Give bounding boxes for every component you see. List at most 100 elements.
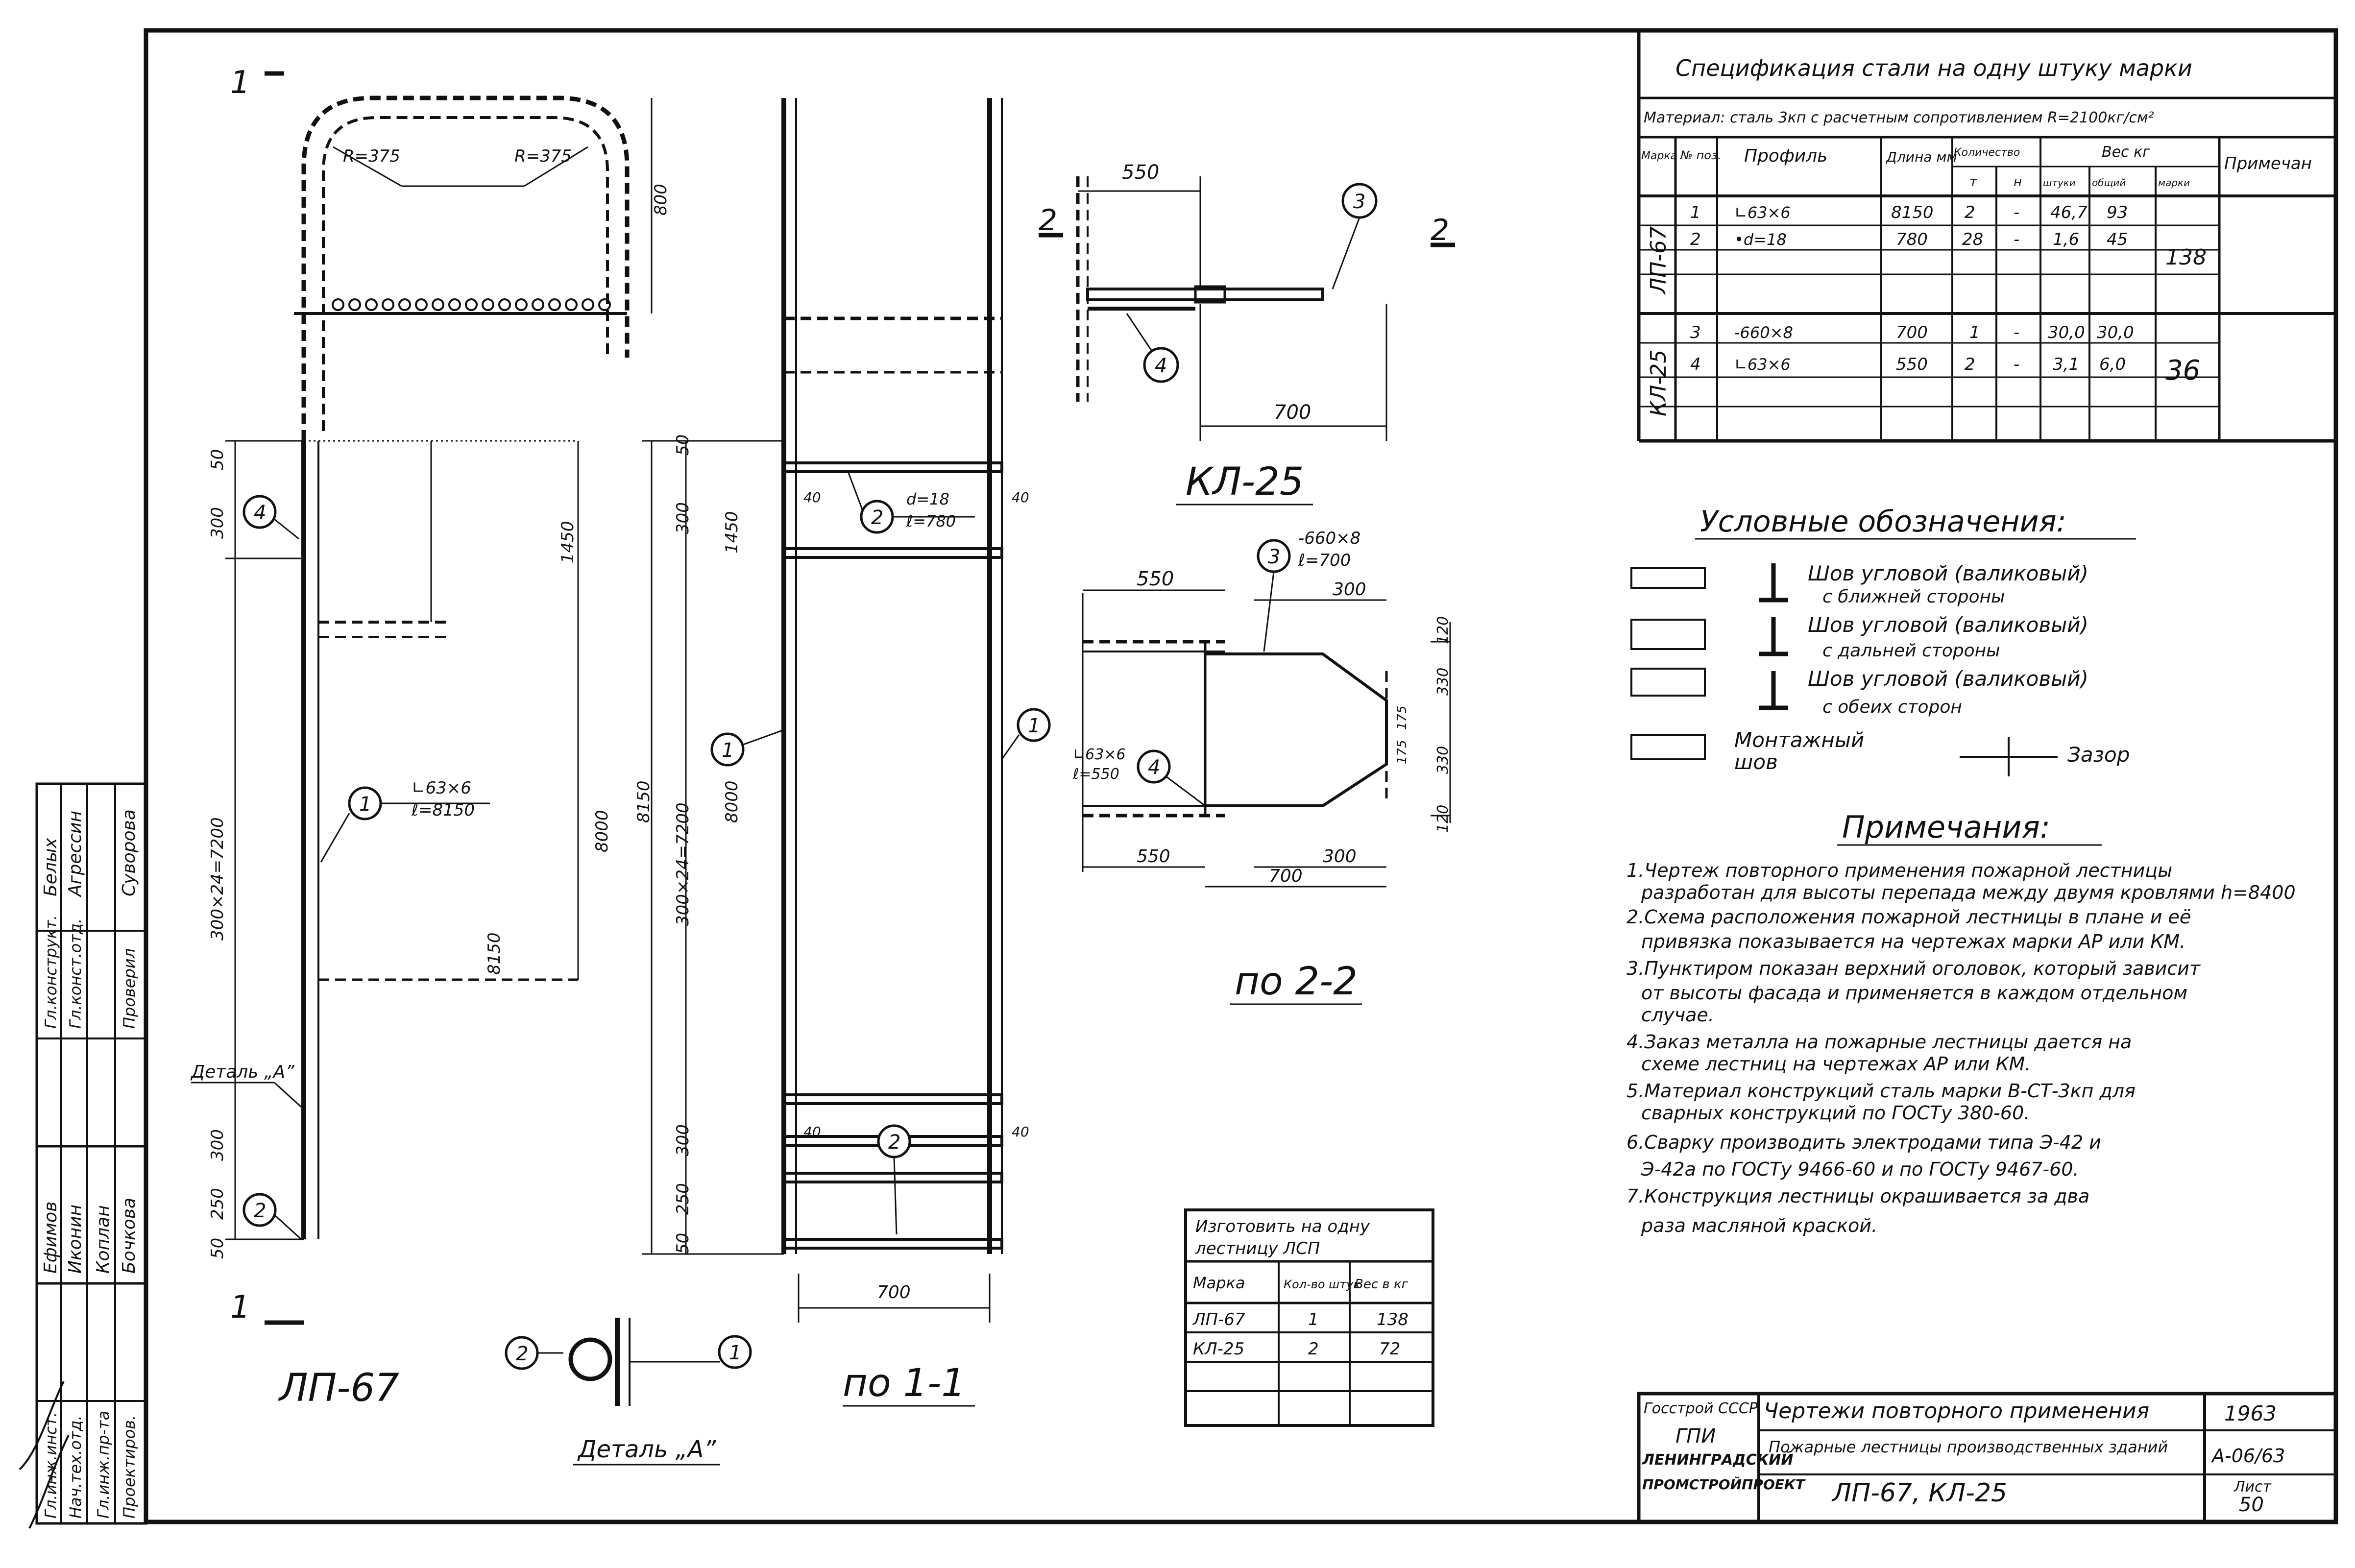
spec-g2-r1-wpiece: 30,0 <box>2048 323 2085 342</box>
tb-org-4: ПРОМСТРОЙПРОЕКТ <box>1642 1476 1806 1493</box>
spec-h-pos: № поз. <box>1679 148 1721 162</box>
dim-s11-700: 700 <box>877 1282 911 1303</box>
bubble-s11-2b: 2 <box>888 1131 900 1154</box>
dim-lp-r1: R=375 <box>343 146 400 166</box>
spec-g2-mark: КЛ-25 <box>1646 350 1671 416</box>
spec-g2-r1-wtotal: 30,0 <box>2097 323 2134 342</box>
rung-bar <box>782 1238 1003 1250</box>
stamp-role-2: Нач.тех.отд. <box>66 1415 85 1519</box>
make-title-2: лестницу ЛСП <box>1195 1239 1320 1258</box>
detail-ref-label: Деталь „А” <box>190 1062 294 1082</box>
spec-g1-r2-t: 28 <box>1962 230 1983 249</box>
bubble-lp-1: 1 <box>359 793 371 816</box>
spec-g2-r1-n: - <box>2014 323 2019 342</box>
dim-lp-300: 300 <box>208 507 227 539</box>
kl-section-2a: 2 <box>1039 203 1057 238</box>
notes-line: 1.Чертеж повторного применения пожарной … <box>1627 860 2172 881</box>
dim-p22-550b: 550 <box>1137 846 1170 867</box>
dim-lp-8150: 8150 <box>485 932 504 975</box>
view-kl25: 550 700 3 4 2 2 КЛ-25 <box>1039 161 1455 506</box>
notes-line: 3.Пунктиром показан верхний оголовок, ко… <box>1627 958 2201 979</box>
spec-g2-r2-length: 550 <box>1896 355 1928 374</box>
rung-bar <box>782 1093 1003 1105</box>
legend-title: Условные обозначения: <box>1700 505 2066 539</box>
tb-sheet-name: ЛП-67, КЛ-25 <box>1831 1478 2007 1508</box>
dim-s11-50b: 50 <box>673 1233 693 1254</box>
spec-h-qty-n: н <box>2014 175 2022 190</box>
dim-p22-120: 120 <box>1434 616 1452 644</box>
spec-h-profile: Профиль <box>1744 146 1827 166</box>
spec-h-weight: Вес кг <box>2102 144 2150 161</box>
spec-g2-r2-wpiece: 3,1 <box>2053 355 2079 374</box>
dim-p22-330b: 330 <box>1434 746 1452 774</box>
view-po11: 50 300 1450 8000 8150 300×24=7200 300 25… <box>634 98 1051 1407</box>
spec-g1-r2-n: - <box>2014 230 2019 249</box>
spec-g1-r1-t: 2 <box>1965 203 1975 222</box>
tb-year: 1963 <box>2224 1401 2277 1425</box>
signature-scribbles <box>19 1381 70 1529</box>
view-title-po11: по 1-1 <box>843 1361 966 1405</box>
rung-circle <box>382 298 394 311</box>
dim-s11-8000: 8000 <box>722 780 742 823</box>
bubble-s11-2a: 2 <box>871 507 883 529</box>
dim-lp-50: 50 <box>208 449 227 470</box>
spec-table: Спецификация стали на одну штуку марки М… <box>1637 30 2336 443</box>
kl-section-2b: 2 <box>1431 213 1449 247</box>
rung-circle <box>365 298 378 311</box>
dim-s11-1450: 1450 <box>722 511 742 554</box>
bubble-p22-4: 4 <box>1148 756 1160 779</box>
spec-g1-r1-wtotal: 93 <box>2107 203 2128 222</box>
s11-d18: d=18 <box>906 490 949 508</box>
spec-h-qty: Количество <box>1954 146 2020 159</box>
notes: Примечания: 1.Чертеж повторного применен… <box>1627 809 2296 1236</box>
view-lp67: 1 R=375 R=375 800 50 300 300×24=7200 300… <box>190 65 671 1410</box>
stamp2-name-2: Агрессин <box>65 811 85 897</box>
view-title-detail: Деталь „А” <box>577 1436 716 1463</box>
make-h-weight: Вес в кг <box>1355 1277 1408 1292</box>
spec-g1-markweight: 138 <box>2165 245 2207 270</box>
spec-g2-r2-n: - <box>2014 355 2019 374</box>
stamp-name-5: Бочкова <box>119 1198 139 1274</box>
notes-line: 7.Конструкция лестницы окрашивается за д… <box>1627 1185 2089 1207</box>
notes-line: случае. <box>1641 1004 1714 1026</box>
dim-lp-50b: 50 <box>208 1238 227 1259</box>
make-r2-weight: 72 <box>1379 1339 1400 1359</box>
dim-s11-250: 250 <box>673 1183 693 1215</box>
rung-bar <box>782 461 1003 473</box>
lp-angle-length: ℓ=8150 <box>411 800 475 820</box>
p22-plate-l: ℓ=700 <box>1298 551 1351 570</box>
notes-line: сварных конструкций по ГОСТу 380-60. <box>1641 1102 2030 1124</box>
spec-g1-r1-wpiece: 46,7 <box>2050 203 2088 222</box>
notes-line: раза масляной краской. <box>1641 1215 1877 1236</box>
p22-angle: ∟63×6 <box>1073 746 1126 763</box>
tb-org-2: ГПИ <box>1675 1425 1716 1447</box>
rung-circle <box>515 298 528 311</box>
dim-lp-r2: R=375 <box>514 146 572 166</box>
spec-title: Спецификация стали на одну штуку марки <box>1675 55 2192 81</box>
notes-line: 5.Материал конструкций сталь марки В-СТ-… <box>1627 1080 2136 1102</box>
dim-p22-300: 300 <box>1333 579 1366 600</box>
dim-p22-175a: 175 <box>1395 705 1409 730</box>
side-stamp: Гл.инж.инст. Нач.тех.отд. Гл.инж.пр-та П… <box>19 782 147 1529</box>
rung-circle <box>415 298 428 311</box>
legend-1-l2: с ближней стороны <box>1822 587 2005 607</box>
legend-3-l1: Шов угловой (валиковый) <box>1808 667 2088 691</box>
view-title-lp67: ЛП-67 <box>278 1366 399 1410</box>
bubble-s11-1a: 1 <box>722 739 734 762</box>
notes-line: Э-42а по ГОСТу 9466-60 и по ГОСТу 9467-6… <box>1641 1158 2079 1180</box>
make-h-mark: Марка <box>1193 1274 1245 1292</box>
section-mark-1-bot: 1 <box>230 1289 250 1326</box>
stamp-name-1: Ефимов <box>41 1202 61 1274</box>
rung-circle <box>565 298 578 311</box>
view-title-kl25: КЛ-25 <box>1186 460 1304 504</box>
dim-p22-175b: 175 <box>1395 740 1409 764</box>
rung-bar <box>782 547 1003 559</box>
spec-h-wmark: марки <box>2158 177 2190 189</box>
legend-1-l1: Шов угловой (валиковый) <box>1808 561 2088 585</box>
spec-g1-r1-n: - <box>2014 203 2019 222</box>
rung-circle <box>498 298 511 311</box>
stamp-name-3: Коплан <box>93 1205 113 1274</box>
stamp-name-2: Иконин <box>65 1205 85 1274</box>
